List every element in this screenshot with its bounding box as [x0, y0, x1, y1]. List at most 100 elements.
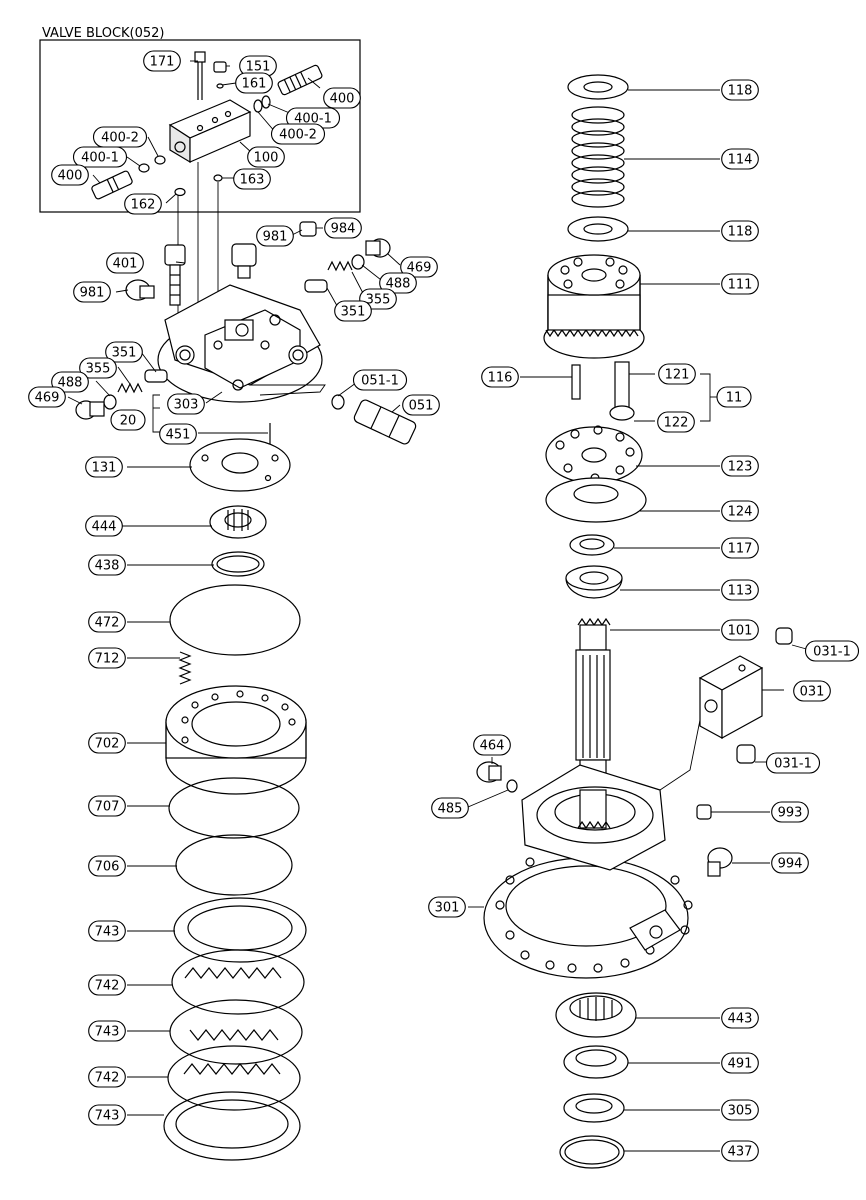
- callout-text: 100: [254, 151, 279, 166]
- part-743-disc-1: [173, 897, 307, 963]
- part-742-plate-2: [167, 1045, 301, 1111]
- callout-l303: 303: [167, 393, 205, 415]
- callout-l400b: 400: [51, 164, 89, 186]
- callout-text: 101: [728, 624, 753, 639]
- callout-l113: 113: [721, 579, 759, 601]
- callout-box: [721, 500, 759, 522]
- callout-box: [235, 72, 273, 94]
- callout-l163: 163: [233, 168, 271, 190]
- callout-l162: 162: [124, 193, 162, 215]
- callout-text: 712: [95, 652, 120, 667]
- motor-body-303: [75, 221, 417, 455]
- callout-text: 031-1: [774, 757, 812, 772]
- part-121-piston: [614, 361, 630, 411]
- part-111-cylinder-block: [543, 254, 645, 359]
- callout-box: [721, 273, 759, 295]
- callout-l488a: 488: [379, 272, 417, 294]
- callout-box: [400, 256, 438, 278]
- callout-text: 401: [113, 257, 138, 272]
- callout-box: [721, 619, 759, 641]
- part-706-o-ring: [175, 834, 293, 896]
- callout-box: [431, 797, 469, 819]
- callout-l351a: 351: [334, 300, 372, 322]
- callout-text: 118: [728, 225, 753, 240]
- callout-box: [124, 193, 162, 215]
- callout-l981b: 981: [73, 281, 111, 303]
- callout-text: 743: [95, 1109, 120, 1124]
- callout-l743c: 743: [88, 1104, 126, 1126]
- callout-l451: 451: [159, 423, 197, 445]
- callout-text: 303: [174, 398, 199, 413]
- callout-box: [256, 225, 294, 247]
- callout-text: 443: [728, 1012, 753, 1027]
- callout-box: [88, 795, 126, 817]
- callout-box: [72, 146, 128, 168]
- callout-box: [88, 855, 126, 877]
- callout-text: 994: [778, 857, 803, 872]
- callout-box: [721, 1052, 759, 1074]
- callout-box: [51, 371, 89, 393]
- callout-l743a: 743: [88, 920, 126, 942]
- callout-box: [771, 852, 809, 874]
- callout-box: [716, 386, 752, 408]
- callout-text: 400: [330, 92, 355, 107]
- callout-box: [771, 801, 809, 823]
- callout-text: 400-1: [81, 151, 119, 166]
- callout-l400_2b: 400-2: [92, 126, 148, 148]
- callout-text: 051: [409, 399, 434, 414]
- callout-text: 488: [386, 277, 411, 292]
- callout-l469a: 469: [400, 256, 438, 278]
- part-305-ring: [563, 1093, 625, 1123]
- part-743-disc-2: [169, 999, 303, 1065]
- callout-l994: 994: [771, 852, 809, 874]
- callout-text: 113: [728, 584, 753, 599]
- callout-text: 131: [92, 461, 117, 476]
- callout-l491: 491: [721, 1052, 759, 1074]
- callout-text: 469: [407, 261, 432, 276]
- callout-l437: 437: [721, 1140, 759, 1162]
- callout-l443: 443: [721, 1007, 759, 1029]
- callout-box: [247, 146, 285, 168]
- part-472-o-ring: [169, 584, 301, 656]
- callout-text: 400-2: [101, 131, 139, 146]
- callout-text: 121: [665, 368, 690, 383]
- callout-text: 472: [95, 616, 120, 631]
- callout-box: [88, 611, 126, 633]
- part-743-disc-3: [163, 1091, 301, 1161]
- callout-box: [85, 515, 123, 537]
- callout-box: [88, 1104, 126, 1126]
- callout-box: [721, 220, 759, 242]
- part-122-shoe: [609, 405, 635, 421]
- callout-box: [323, 87, 361, 109]
- callout-l051_1: 051-1: [352, 369, 408, 391]
- callout-box: [721, 579, 759, 601]
- callout-l438: 438: [88, 554, 126, 576]
- part-742-plate-1: [171, 949, 305, 1015]
- leader-lines: [67, 60, 811, 1152]
- callout-text: 111: [728, 278, 753, 293]
- part-101-drive-shaft: [575, 617, 611, 791]
- callout-text: 351: [112, 346, 137, 361]
- part-301-housing: [483, 764, 733, 979]
- callout-text: 031-1: [813, 645, 851, 660]
- callout-l101: 101: [721, 619, 759, 641]
- callout-l100: 100: [247, 146, 285, 168]
- part-118-washer-bottom: [567, 216, 629, 242]
- callout-text: 161: [242, 77, 267, 92]
- callout-l400a: 400: [323, 87, 361, 109]
- callout-l485: 485: [431, 797, 469, 819]
- callout-box: [334, 300, 372, 322]
- callout-l742a: 742: [88, 974, 126, 996]
- callout-text: 162: [131, 198, 156, 213]
- callout-box: [804, 640, 860, 662]
- callout-box: [110, 409, 146, 431]
- callout-l161: 161: [235, 72, 273, 94]
- callout-box: [721, 1007, 759, 1029]
- callout-text: 451: [166, 428, 191, 443]
- callout-text: 123: [728, 460, 753, 475]
- part-712-spring: [178, 651, 192, 685]
- callout-l111: 111: [721, 273, 759, 295]
- callout-text: 981: [263, 230, 288, 245]
